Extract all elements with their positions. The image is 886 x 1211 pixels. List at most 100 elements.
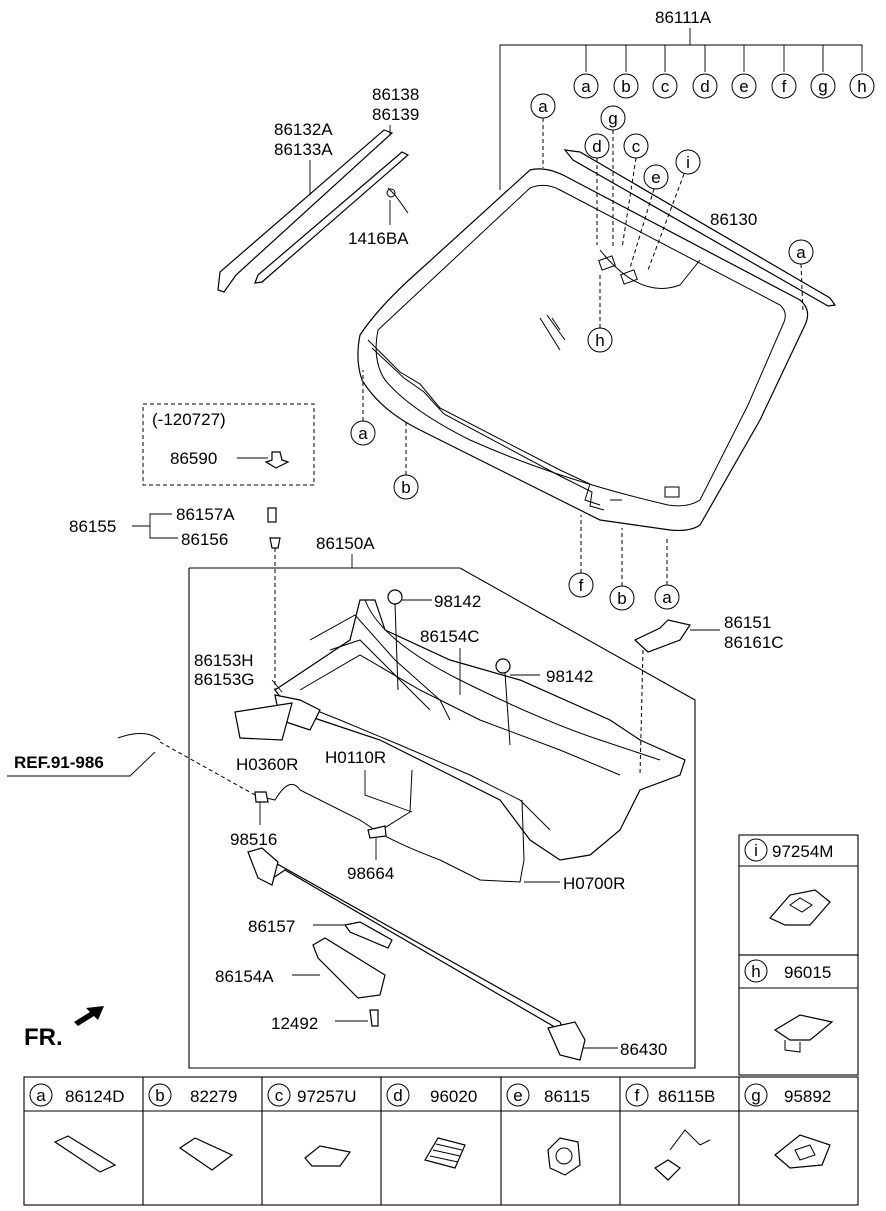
legend-cell-f: f 86115B (625, 1083, 715, 1181)
legend-cell-d: d 96020 (386, 1083, 477, 1169)
svg-text:f: f (782, 77, 787, 96)
callout-h: h (595, 331, 604, 350)
label-H0360R: H0360R (236, 755, 298, 774)
svg-text:b: b (155, 1086, 164, 1105)
svg-text:a: a (36, 1086, 46, 1105)
legend-code-86124D: 86124D (65, 1087, 125, 1106)
legend-cell-e: e 86115 (506, 1083, 590, 1176)
glass-callouts: a g d c i e h a a b f b a (350, 93, 814, 611)
legend-letter-h: h (751, 962, 760, 981)
label-86139: 86139 (372, 105, 419, 124)
cowl-clip-group: 86155 86157A 86156 (69, 505, 281, 690)
top-callout-group: 86111A a b c d e f g h (499, 8, 875, 190)
label-86111A: 86111A (655, 8, 712, 27)
svg-text:b: b (621, 77, 630, 96)
callout-a-right: a (796, 243, 806, 262)
ref-callout: REF.91-986 (7, 733, 256, 796)
label-86590: 86590 (170, 449, 217, 468)
label-86138: 86138 (372, 85, 419, 104)
top-circle-g: g (810, 73, 836, 99)
callout-b-bottom: b (617, 589, 626, 608)
bottom-legend: a 86124D b 82279 c 97257U d 96020 e 8611… (23, 1076, 859, 1206)
label-86132A: 86132A (274, 120, 333, 139)
callout-c: c (632, 137, 641, 156)
legend-cell-g: g 95892 (744, 1083, 831, 1169)
lower-parts: 86430 86157 86154A 12492 (215, 847, 667, 1061)
top-circle-e: e (731, 73, 757, 99)
side-legend: i 97254M h 96015 (738, 834, 859, 1076)
label-86156: 86156 (181, 530, 228, 549)
callout-b-left: b (401, 478, 410, 497)
legend-cell-b: b 82279 (148, 1083, 237, 1171)
label-98664: 98664 (347, 864, 394, 883)
label-86154C: 86154C (420, 627, 480, 646)
top-circle-b: b (613, 73, 639, 99)
callout-f: f (579, 576, 584, 595)
svg-text:f: f (635, 1086, 640, 1105)
label-98142-a: 98142 (434, 592, 481, 611)
svg-text:h: h (857, 77, 866, 96)
legend-letter-i: i (754, 841, 758, 860)
washer-hoses: H0360R H0110R 98516 98664 H0700R (230, 748, 625, 893)
molding-parts: 86132A 86133A 86138 86139 1416BA (217, 85, 419, 293)
label-98142-b: 98142 (546, 667, 593, 686)
label-86155: 86155 (69, 517, 116, 536)
label-86161C: 86161C (724, 633, 784, 652)
label-86153H: 86153H (194, 651, 254, 670)
label-86157: 86157 (248, 917, 295, 936)
legend-code-95892: 95892 (784, 1087, 831, 1106)
legend-code-86115B: 86115B (658, 1087, 715, 1106)
label-98516: 98516 (230, 830, 277, 849)
svg-text:d: d (700, 77, 709, 96)
label-86133A: 86133A (274, 140, 333, 159)
label-ref: REF.91-986 (14, 753, 104, 772)
label-86430: 86430 (620, 1040, 667, 1059)
label-86150A: 86150A (316, 534, 375, 553)
top-circle-a: a (573, 73, 599, 99)
label-86154A: 86154A (215, 967, 274, 986)
callout-a-top: a (538, 97, 548, 116)
label-86153G: 86153G (194, 670, 255, 689)
label-1416BA: 1416BA (348, 229, 409, 248)
label-date-code: (-120727) (152, 410, 226, 429)
legend-code-96015: 96015 (784, 963, 831, 982)
date-variant-box: (-120727) 86590 (142, 403, 315, 486)
legend-code-97254M: 97254M (772, 842, 833, 861)
callout-d: d (592, 137, 601, 156)
legend-code-96020: 96020 (430, 1087, 477, 1106)
callout-i: i (686, 153, 690, 172)
front-marker: FR. (24, 1006, 104, 1051)
svg-text:e: e (739, 77, 748, 96)
upper-seal: 86130 (563, 149, 837, 307)
callout-g: g (608, 109, 617, 128)
label-H0110R: H0110R (325, 748, 386, 767)
svg-text:e: e (513, 1086, 522, 1105)
label-12492: 12492 (271, 1014, 318, 1033)
callout-e: e (651, 168, 660, 187)
label-86130: 86130 (710, 210, 757, 229)
svg-text:g: g (818, 77, 827, 96)
cowl-panel-part: 98142 98142 86154C 86153H 86153G (194, 589, 686, 861)
legend-code-97257U: 97257U (297, 1087, 357, 1106)
svg-text:g: g (751, 1086, 760, 1105)
cowl-panel-box: 86150A (188, 534, 696, 1069)
label-86151: 86151 (724, 613, 771, 632)
side-bracket: 86151 86161C (633, 613, 784, 776)
top-circle-f: f (771, 73, 797, 99)
svg-text:a: a (581, 77, 591, 96)
label-86157A: 86157A (176, 505, 235, 524)
top-circle-h: h (849, 73, 875, 99)
label-fr: FR. (24, 1024, 63, 1051)
legend-code-86115: 86115 (544, 1087, 590, 1106)
callout-a-bottom: a (662, 588, 672, 607)
legend-cell-c: c 97257U (267, 1083, 357, 1167)
legend-cell-a: a 86124D (29, 1083, 125, 1173)
svg-text:c: c (275, 1086, 284, 1105)
top-circle-d: d (692, 73, 718, 99)
callout-a-left: a (358, 424, 368, 443)
label-H0700R: H0700R (563, 874, 625, 893)
windshield-glass (357, 168, 809, 532)
legend-code-82279: 82279 (190, 1087, 237, 1106)
top-circle-c: c (652, 73, 678, 99)
